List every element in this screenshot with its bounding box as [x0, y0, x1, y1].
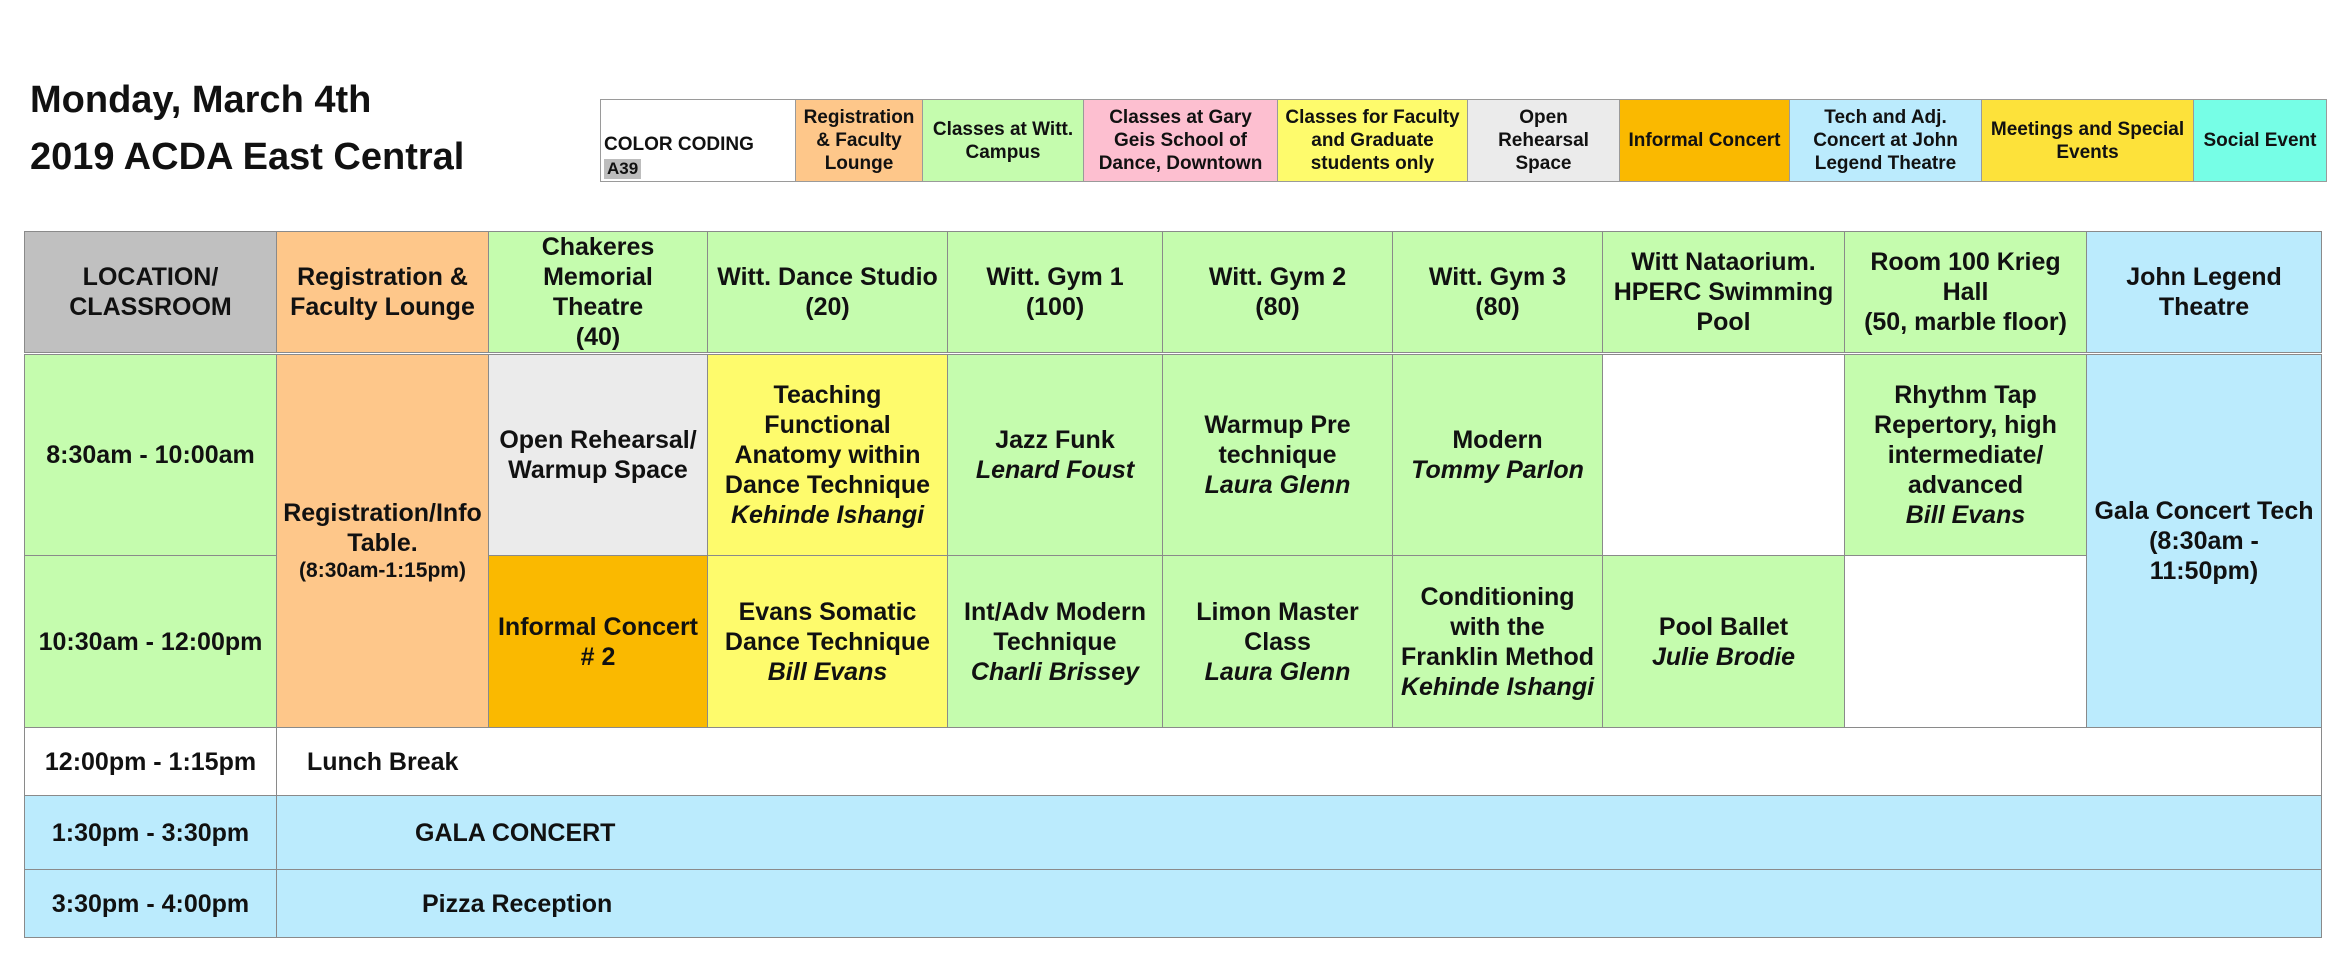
- class-teacher: Julie Brodie: [1651, 642, 1796, 671]
- title-date: Monday, March 4th: [30, 79, 372, 121]
- legend-heading-text: COLOR CODING: [604, 134, 754, 155]
- class-title: Int/Adv Modern Technique: [964, 597, 1146, 656]
- header-location: LOCATION/ CLASSROOM: [24, 231, 277, 353]
- header-chakeres-name: Chakeres Memorial Theatre: [541, 233, 655, 321]
- header-gym2: Witt. Gym 2 (80): [1162, 231, 1393, 353]
- class-teacher: Bill Evans: [767, 657, 888, 686]
- header-registration: Registration & Faculty Lounge: [276, 231, 489, 353]
- header-gym1-name: Witt. Gym 1: [986, 263, 1124, 291]
- class-teacher: Kehinde Ishangi: [730, 501, 925, 529]
- krieg-slot-1: Rhythm Tap Repertory, high intermediate/…: [1844, 354, 2087, 556]
- gym3-slot-1: Modern Tommy Parlon: [1392, 354, 1603, 556]
- theatre-title: Gala Concert Tech: [2094, 497, 2314, 525]
- class-teacher: Lenard Foust: [975, 456, 1135, 484]
- legend-item-open-rehearsal: Open Rehearsal Space: [1468, 100, 1620, 181]
- class-title: Evans Somatic Dance Technique: [724, 597, 931, 656]
- class-title: Conditioning with the Franklin Method: [1400, 582, 1595, 671]
- header-gym3-cap: (80): [1475, 293, 1520, 321]
- pizza-time: 3:30pm - 4:00pm: [24, 869, 277, 938]
- class-title: Jazz Funk: [995, 426, 1115, 454]
- class-title: Rhythm Tap Repertory, high intermediate/…: [1874, 381, 2057, 499]
- studio-slot-1: Teaching Functional Anatomy within Dance…: [707, 354, 948, 556]
- class-title: Limon Master Class: [1196, 597, 1359, 656]
- krieg-slot-2-empty: [1844, 555, 2087, 728]
- header-gym3: Witt. Gym 3 (80): [1392, 231, 1603, 353]
- legend-item-tech-concert: Tech and Adj. Concert at John Legend The…: [1790, 100, 1982, 181]
- class-title: Warmup Pre technique: [1204, 411, 1351, 469]
- gym1-slot-2: Int/Adv Modern Technique Charli Brissey: [947, 555, 1163, 728]
- chakeres-slot-2: Informal Concert # 2: [488, 555, 708, 728]
- registration-title: Registration/Info Table.: [283, 499, 482, 557]
- legend-item-gary-geis: Classes at Gary Geis School of Dance, Do…: [1084, 100, 1278, 181]
- gym1-slot-1: Jazz Funk Lenard Foust: [947, 354, 1163, 556]
- header-krieg-cap: (50, marble floor): [1864, 308, 2067, 336]
- header-pool: Witt Nataorium. HPERC Swimming Pool: [1602, 231, 1845, 353]
- header-chakeres: Chakeres Memorial Theatre (40): [488, 231, 708, 353]
- legend-item-registration: Registration & Faculty Lounge: [796, 100, 923, 181]
- class-title: Pool Ballet: [1658, 612, 1789, 641]
- gym2-slot-2: Limon Master Class Laura Glenn: [1162, 555, 1393, 728]
- pool-slot-1-empty: [1602, 354, 1845, 556]
- table-row: 10:30am - 12:00pm Informal Concert # 2 E…: [24, 555, 2322, 728]
- pool-slot-2: Pool Ballet Julie Brodie: [1602, 555, 1845, 728]
- class-teacher: Kehinde Ishangi: [1400, 672, 1595, 701]
- class-teacher: Tommy Parlon: [1411, 456, 1584, 484]
- header-dance-studio: Witt. Dance Studio (20): [707, 231, 948, 353]
- legend-item-faculty-grad: Classes for Faculty and Graduate student…: [1278, 100, 1468, 181]
- header-gym1-cap: (100): [1025, 293, 1085, 321]
- class-title: Teaching Functional Anatomy within Dance…: [724, 381, 931, 499]
- header-gym2-name: Witt. Gym 2: [1208, 263, 1347, 291]
- class-teacher: Charli Brissey: [970, 657, 1140, 686]
- registration-info-table: Registration/Info Table. (8:30am-1:15pm): [276, 354, 489, 728]
- location-header: LOCATION/ CLASSROOM Registration & Facul…: [24, 231, 2322, 353]
- gala-time: 1:30pm - 3:30pm: [24, 795, 277, 870]
- registration-time: (8:30am-1:15pm): [299, 559, 466, 582]
- legend-item-social: Social Event: [2194, 100, 2326, 181]
- table-row: 8:30am - 10:00am Registration/Info Table…: [24, 354, 2322, 728]
- gala-concert: GALA CONCERT: [276, 795, 2322, 870]
- page-title: Monday, March 4th 2019 ACDA East Central: [30, 72, 464, 186]
- studio-slot-2: Evans Somatic Dance Technique Bill Evans: [707, 555, 948, 728]
- lunch-break: Lunch Break: [276, 727, 2322, 796]
- gym3-slot-2: Conditioning with the Franklin Method Ke…: [1392, 555, 1603, 728]
- header-dance-studio-name: Witt. Dance Studio: [717, 263, 938, 291]
- class-teacher: Bill Evans: [1905, 501, 2026, 529]
- time-slot-1: 8:30am - 10:00am: [24, 354, 277, 556]
- chakeres-slot-1: Open Rehearsal/ Warmup Space: [488, 354, 708, 556]
- gym2-slot-1: Warmup Pre technique Laura Glenn: [1162, 354, 1393, 556]
- legend-item-informal-concert: Informal Concert: [1620, 100, 1790, 181]
- header-gym3-name: Witt. Gym 3: [1428, 263, 1567, 291]
- class-title: Modern: [1452, 426, 1543, 454]
- table-row: 1:30pm - 3:30pm GALA CONCERT: [24, 795, 2322, 870]
- header-john-legend-theatre: John Legend Theatre: [2086, 231, 2322, 353]
- table-row: 3:30pm - 4:00pm Pizza Reception: [24, 869, 2322, 938]
- header-krieg-name: Room 100 Krieg Hall: [1870, 248, 2061, 306]
- schedule-grid: 8:30am - 10:00am Registration/Info Table…: [24, 354, 2322, 938]
- legend-heading: COLOR CODING A39: [601, 100, 796, 181]
- theatre-time: (8:30am - 11:50pm): [2149, 527, 2259, 585]
- header-gym2-cap: (80): [1255, 293, 1300, 321]
- legend-item-meetings: Meetings and Special Events: [1982, 100, 2194, 181]
- header-chakeres-cap: (40): [575, 323, 621, 351]
- color-legend: COLOR CODING A39 Registration & Faculty …: [600, 99, 2327, 182]
- lunch-time: 12:00pm - 1:15pm: [24, 727, 277, 796]
- legend-code: A39: [604, 159, 642, 179]
- pizza-reception: Pizza Reception: [276, 869, 2322, 938]
- legend-item-witt-classes: Classes at Witt. Campus: [923, 100, 1084, 181]
- gala-concert-tech: Gala Concert Tech (8:30am - 11:50pm): [2086, 354, 2322, 728]
- header-gym1: Witt. Gym 1 (100): [947, 231, 1163, 353]
- title-event: 2019 ACDA East Central: [30, 136, 465, 178]
- time-slot-2: 10:30am - 12:00pm: [24, 555, 277, 728]
- class-teacher: Laura Glenn: [1204, 657, 1351, 686]
- header-krieg: Room 100 Krieg Hall (50, marble floor): [1844, 231, 2087, 353]
- class-teacher: Laura Glenn: [1204, 471, 1351, 499]
- table-row: 12:00pm - 1:15pm Lunch Break: [24, 727, 2322, 796]
- header-dance-studio-cap: (20): [805, 293, 850, 321]
